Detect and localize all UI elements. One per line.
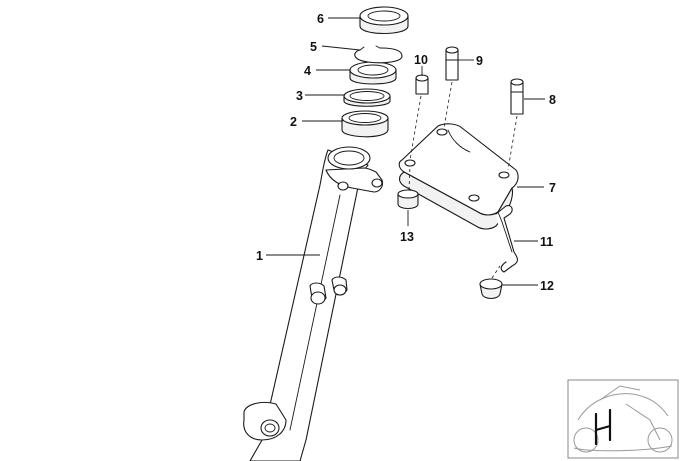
callout-7: 7 — [549, 181, 556, 195]
part-screw-short — [409, 74, 429, 161]
part-clamp-bracket — [398, 123, 519, 230]
part-nut — [479, 265, 503, 300]
leader-lines — [266, 17, 545, 286]
callout-9: 9 — [476, 54, 483, 68]
callout-4: 4 — [304, 64, 311, 78]
callout-1: 1 — [256, 249, 263, 263]
part-wire-bracket — [495, 205, 519, 273]
location-thumbnail — [567, 379, 679, 459]
motorcycle-location-icon — [573, 385, 673, 453]
part-spacer — [397, 165, 419, 210]
callout-12: 12 — [540, 279, 554, 293]
part-screw-long — [507, 78, 524, 171]
callout-13: 13 — [400, 230, 414, 244]
part-seal — [349, 61, 397, 85]
part-screw-middle — [443, 46, 459, 129]
callout-labels: 1 2 3 4 5 6 7 8 9 10 11 12 13 — [256, 12, 556, 293]
part-circlip — [354, 45, 403, 64]
part-ring — [343, 88, 391, 107]
callout-2: 2 — [290, 115, 297, 129]
callout-6: 6 — [317, 12, 324, 26]
part-dust-cap — [359, 6, 409, 34]
callout-5: 5 — [310, 40, 317, 54]
part-bushing — [341, 110, 389, 138]
callout-3: 3 — [296, 89, 303, 103]
part-fork-slider — [243, 146, 384, 461]
callout-10: 10 — [414, 53, 428, 67]
callout-11: 11 — [540, 235, 553, 249]
callout-8: 8 — [549, 93, 556, 107]
